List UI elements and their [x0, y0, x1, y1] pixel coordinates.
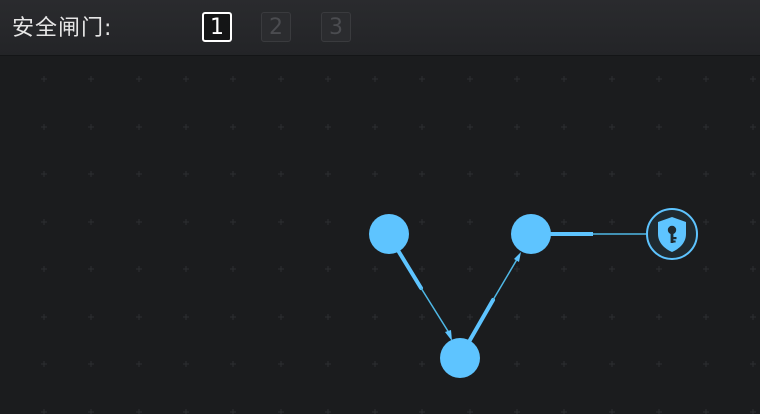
- puzzle-board: [0, 56, 760, 414]
- node-c[interactable]: [511, 214, 551, 254]
- level-select-bar: 安全闸门: 1 2 3: [0, 0, 760, 56]
- puzzle-board-canvas: [41, 76, 756, 414]
- node-b[interactable]: [440, 338, 480, 378]
- gate-label: 安全闸门:: [12, 16, 113, 41]
- link-b-c: [468, 252, 521, 342]
- link-a-b: [397, 250, 452, 341]
- security-gate[interactable]: [646, 208, 698, 260]
- node-a[interactable]: [369, 214, 409, 254]
- level-2-button[interactable]: 2: [261, 12, 291, 42]
- level-1-button[interactable]: 1: [202, 12, 232, 42]
- level-3-button[interactable]: 3: [321, 12, 351, 42]
- shield-key-icon: [658, 217, 686, 252]
